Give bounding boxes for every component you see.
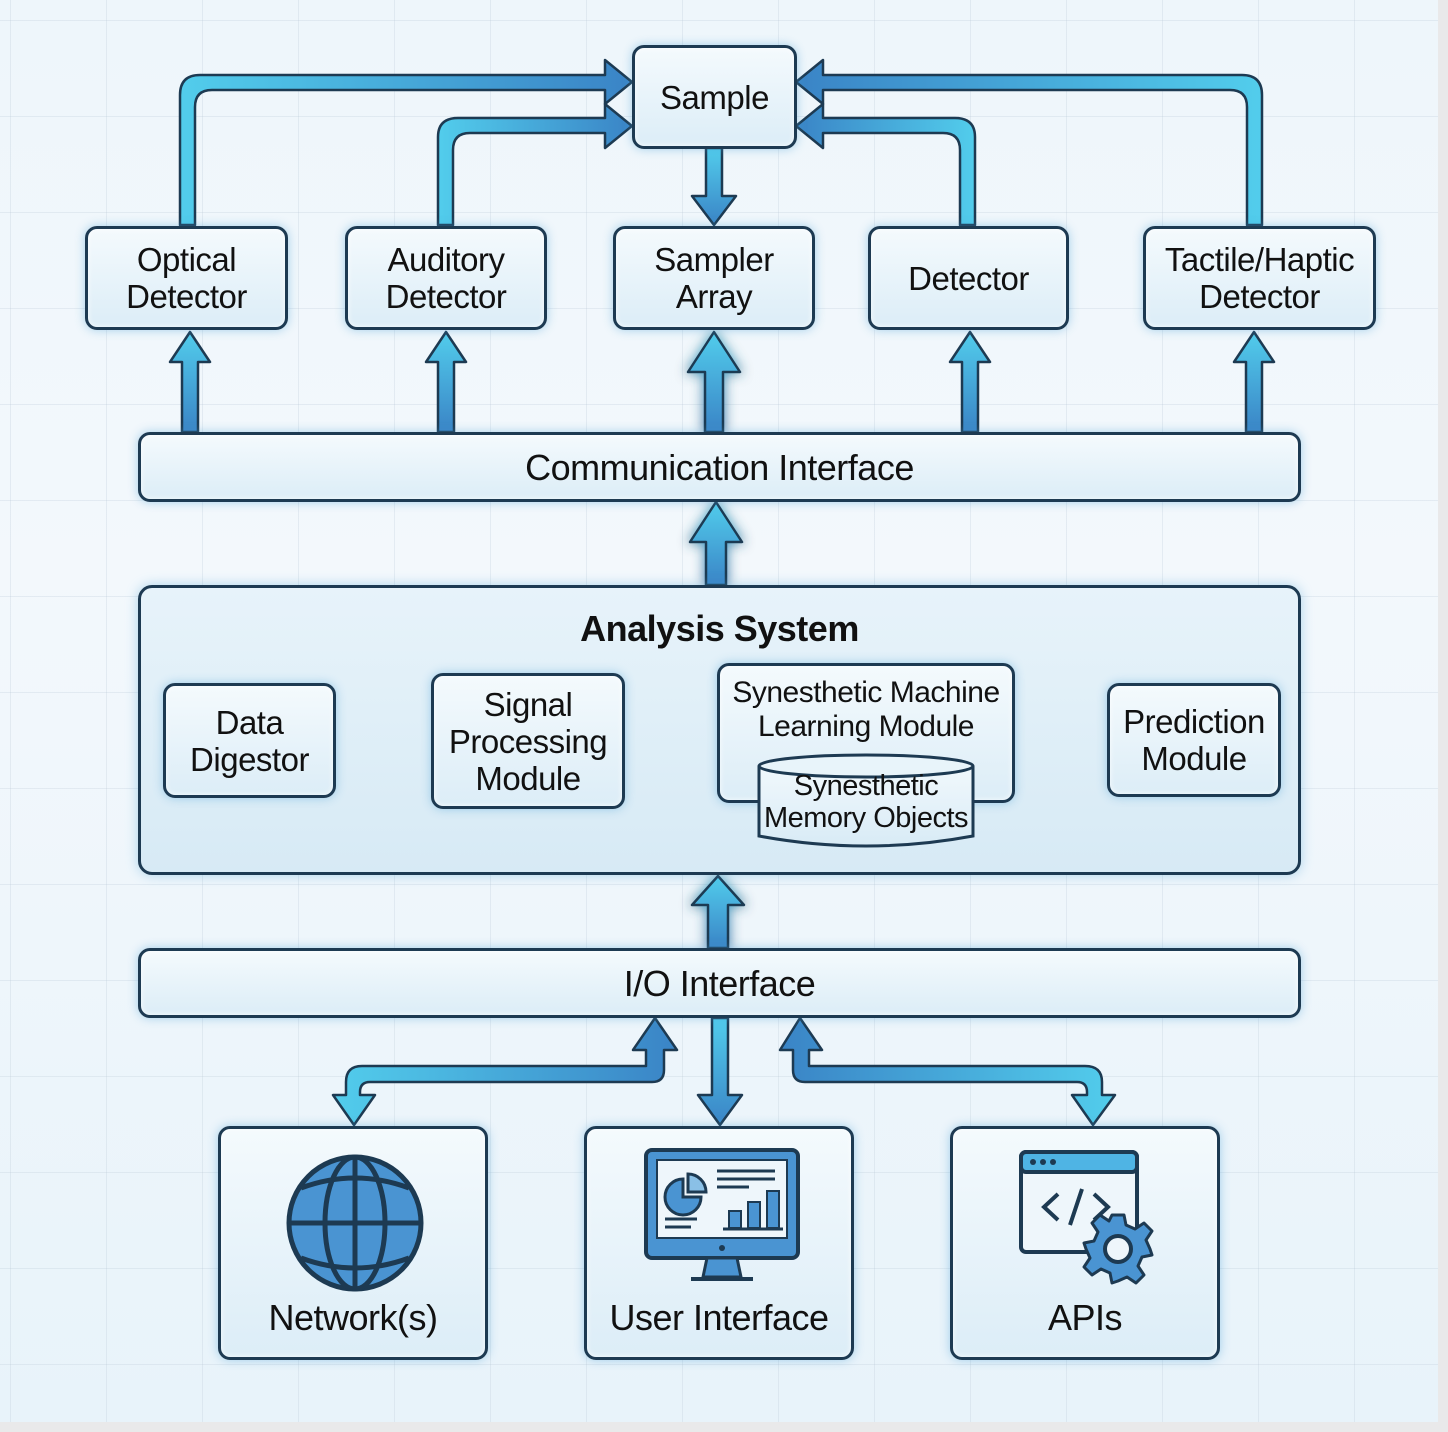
tactile-detector-line1: Tactile/Haptic bbox=[1164, 241, 1355, 278]
arrow-io-ui bbox=[696, 1016, 744, 1127]
signal-processing-line2: Processing bbox=[448, 722, 608, 760]
io-interface-bar: I/O Interface bbox=[138, 948, 1301, 1018]
apis-box: APIs bbox=[950, 1126, 1220, 1360]
detector-label: Detector bbox=[908, 259, 1029, 297]
tactile-haptic-detector-box: Tactile/Haptic Detector bbox=[1143, 226, 1376, 330]
arrow-io-to-analysis bbox=[690, 874, 746, 950]
data-digestor-line2: Digestor bbox=[190, 740, 309, 778]
synesthetic-memory-objects-database: Synesthetic Memory Objects bbox=[756, 752, 976, 852]
arrow-tactile-to-sample bbox=[794, 58, 1264, 227]
optical-detector-line1: Optical bbox=[136, 241, 237, 278]
sample-label: Sample bbox=[660, 78, 769, 116]
memory-objects-line2: Memory Objects bbox=[763, 802, 969, 834]
synesthetic-ml-line2: Learning Module bbox=[758, 710, 975, 743]
arrow-sample-to-sampler bbox=[690, 146, 738, 227]
user-interface-label: User Interface bbox=[609, 1297, 829, 1338]
sampler-array-box: Sampler Array bbox=[613, 226, 815, 330]
signal-processing-line1: Signal bbox=[483, 685, 573, 723]
prediction-line2: Module bbox=[1141, 740, 1247, 777]
tactile-detector-line2: Detector bbox=[1199, 278, 1320, 315]
arrow-detector-to-sample bbox=[794, 102, 977, 227]
detector-box: Detector bbox=[868, 226, 1069, 330]
io-interface-label: I/O Interface bbox=[623, 962, 816, 1004]
monitor-dashboard-icon bbox=[644, 1148, 800, 1281]
data-digestor-line1: Data bbox=[215, 703, 284, 741]
signal-processing-line3: Module bbox=[475, 759, 581, 797]
communication-interface-label: Communication Interface bbox=[525, 446, 914, 488]
arrow-analysis-to-comm bbox=[688, 500, 744, 587]
synesthetic-ml-line1: Synesthetic Machine bbox=[732, 676, 1000, 709]
database-cylinder-icon bbox=[757, 753, 975, 848]
auditory-detector-box: Auditory Detector bbox=[345, 226, 547, 330]
auditory-detector-line2: Detector bbox=[385, 278, 507, 315]
arrows-comm-to-detectors bbox=[168, 330, 1276, 434]
arrow-io-network bbox=[331, 1016, 679, 1127]
network-box: Network(s) bbox=[218, 1126, 488, 1360]
signal-processing-module-box: Signal Processing Module bbox=[431, 673, 625, 809]
prediction-line1: Prediction bbox=[1123, 703, 1265, 740]
prediction-module-box: Prediction Module bbox=[1107, 683, 1281, 797]
globe-icon bbox=[286, 1154, 424, 1292]
auditory-detector-line1: Auditory bbox=[387, 241, 505, 278]
sample-box: Sample bbox=[632, 45, 797, 149]
arrow-io-apis bbox=[778, 1016, 1117, 1127]
memory-objects-text: Synesthetic Memory Objects bbox=[756, 770, 976, 834]
arrow-auditory-to-sample bbox=[436, 102, 634, 227]
sampler-array-line1: Sampler bbox=[654, 241, 774, 278]
user-interface-box: User Interface bbox=[584, 1126, 854, 1360]
code-window-gear-icon bbox=[1019, 1150, 1154, 1285]
optical-detector-line2: Detector bbox=[126, 278, 247, 315]
memory-objects-line1: Synesthetic bbox=[793, 770, 939, 802]
optical-detector-box: Optical Detector bbox=[85, 226, 288, 330]
data-digestor-box: Data Digestor bbox=[163, 683, 336, 798]
communication-interface-bar: Communication Interface bbox=[138, 432, 1301, 502]
network-label: Network(s) bbox=[268, 1297, 438, 1338]
sampler-array-line2: Array bbox=[675, 278, 753, 315]
arrow-optical-to-sample bbox=[178, 58, 634, 227]
apis-label: APIs bbox=[1047, 1297, 1123, 1338]
analysis-system-title: Analysis System bbox=[580, 608, 859, 649]
